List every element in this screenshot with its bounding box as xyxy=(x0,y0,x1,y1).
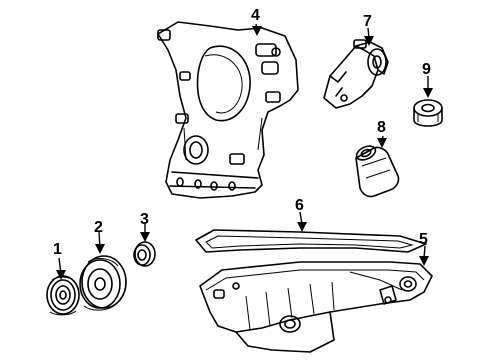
callout-7: 7 xyxy=(363,13,372,30)
callout-leaders xyxy=(56,23,433,280)
harmonic-balancer xyxy=(79,255,127,311)
callout-3: 3 xyxy=(140,211,149,228)
oil-pan-gasket xyxy=(195,229,427,253)
callout-2: 2 xyxy=(94,219,103,236)
timing-cover xyxy=(157,21,299,199)
oil-filter xyxy=(355,145,400,198)
callout-6: 6 xyxy=(295,197,304,214)
oil-pan xyxy=(199,261,433,353)
front-crank-seal xyxy=(133,241,156,267)
crankshaft-pulley xyxy=(46,275,80,316)
callout-5: 5 xyxy=(419,231,428,248)
oil-filler-cap xyxy=(413,99,443,127)
callout-1: 1 xyxy=(53,241,62,258)
callout-9: 9 xyxy=(422,61,431,78)
callout-8: 8 xyxy=(377,119,386,136)
engine-sensor-assembly xyxy=(323,39,389,109)
callout-4: 4 xyxy=(251,7,260,24)
